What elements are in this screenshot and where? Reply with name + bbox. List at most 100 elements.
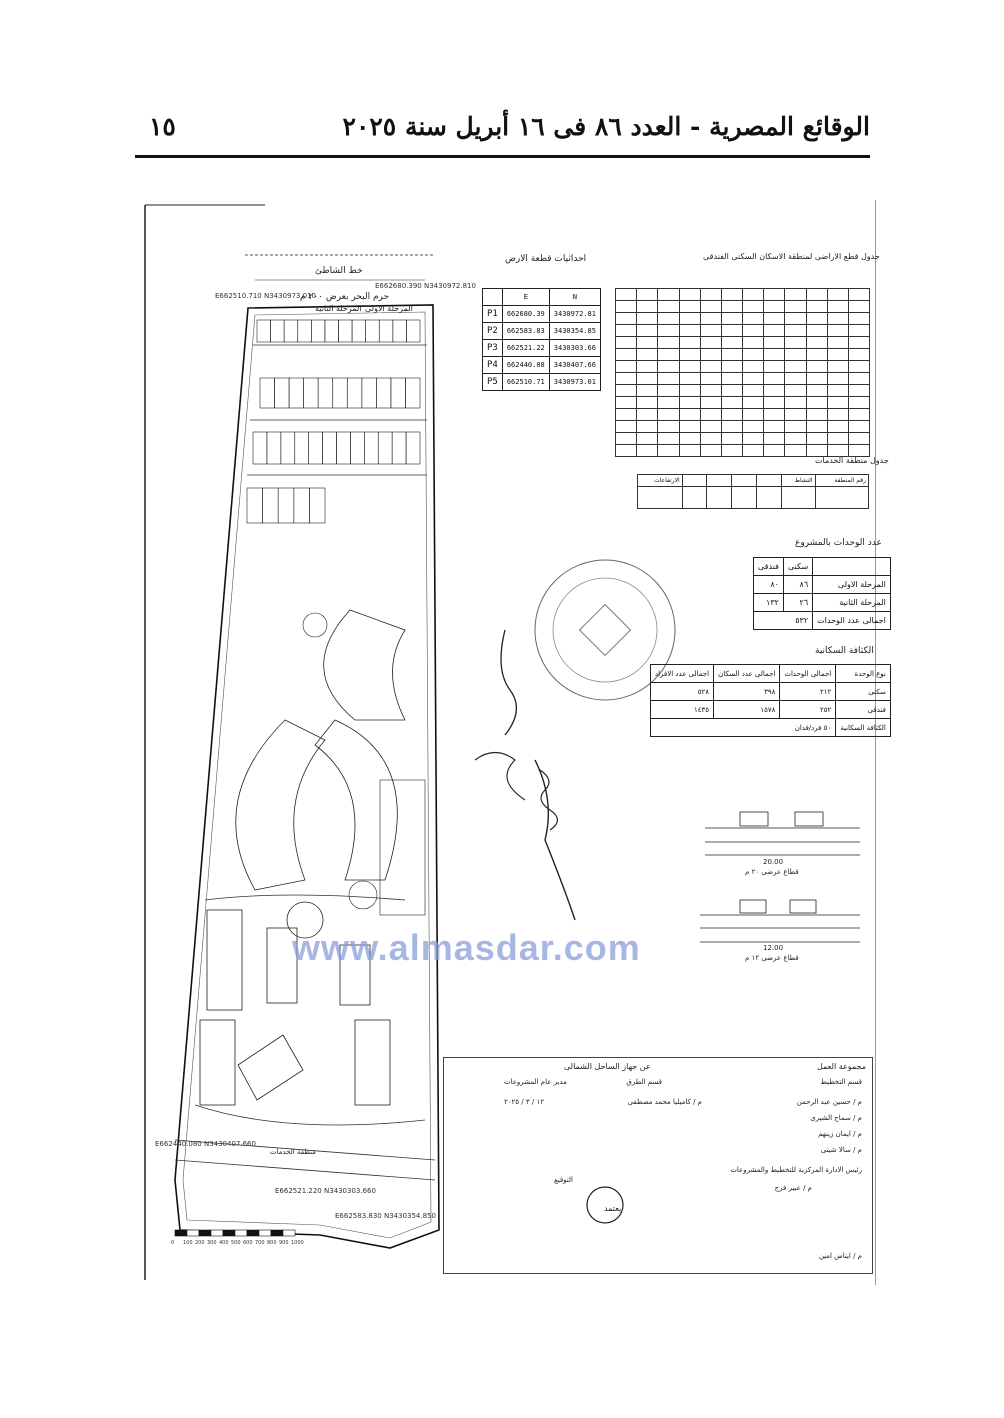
sea-setback-label: حرم البحر بعرض ٢٠٠ م <box>300 292 390 302</box>
plot-cell <box>309 487 326 524</box>
table-row: سكنى فندقى <box>753 557 891 576</box>
signatory-3: م / ايمان زينهم <box>818 1130 862 1138</box>
table-row <box>614 396 871 409</box>
table-row: P4 662440.08 3430407.66 <box>482 356 601 374</box>
units-header-residential: سكنى <box>782 557 814 576</box>
point-id: P4 <box>482 356 503 374</box>
northing: 3430973.01 <box>548 373 601 391</box>
coords-header-e: E <box>501 288 550 306</box>
coast-line-label: خط الشاطئ <box>315 266 363 276</box>
density-table-title: الكثافة السكانية <box>815 646 874 656</box>
table-row <box>614 444 871 457</box>
work-group-title: مجموعة العمل <box>816 1062 866 1071</box>
header-rule <box>135 155 870 158</box>
table-row: المرحلة الاولى ٨٦ ٨٠ <box>753 575 891 594</box>
scale-label: 0 <box>171 1240 175 1246</box>
plot-cell <box>392 319 407 343</box>
plot-cell <box>274 377 290 409</box>
scale-label: 700 <box>255 1240 265 1246</box>
scale-segment <box>174 1229 188 1237</box>
manager-title: مدير عام المشروعات <box>504 1078 567 1086</box>
plot-cell <box>322 431 337 465</box>
plot-cell <box>311 319 326 343</box>
coords-header-n: N <box>548 288 601 306</box>
site-plan-sheet: خط الشاطئ حرم البحر بعرض ٢٠٠ م المرحلة ا… <box>135 200 891 1285</box>
plot-cell <box>405 377 421 409</box>
official-stamp <box>534 559 676 701</box>
plot-cell <box>262 487 279 524</box>
table-row <box>614 312 871 325</box>
road-section-b-width: 12.00 <box>763 944 784 952</box>
table-row <box>637 486 870 509</box>
plot-cell <box>270 319 285 343</box>
coords-table: E N P1 662680.39 3430972.81 P2 662583.83… <box>482 288 601 391</box>
road-section-a <box>705 811 860 856</box>
plot-cell <box>379 779 426 916</box>
plot-cell <box>391 431 407 465</box>
table-row <box>614 288 871 301</box>
table-row <box>614 420 871 433</box>
sign-label: التوقيع <box>554 1176 573 1184</box>
plot-cell <box>246 487 263 524</box>
plot-cell <box>266 431 282 465</box>
northing: 3430972.81 <box>548 305 601 323</box>
table-row <box>614 432 871 445</box>
land-table-title: جدول قطع الاراضى لمنطقة الاسكان السكنى ا… <box>703 252 880 261</box>
road-section-a-width: 20.00 <box>763 858 784 866</box>
signatory-2: م / سماح الشيرى <box>810 1114 862 1122</box>
page-number: ١٥ <box>149 112 176 141</box>
coords-table-title: احداثيات قطعة الارض <box>505 254 587 264</box>
signatory-6: م / عبير فرج <box>774 1184 812 1192</box>
plot-cell <box>297 319 312 343</box>
density-table: نوع الوحدة اجمالى الوحدات اجمالى عدد الس… <box>649 664 891 737</box>
table-row <box>614 336 871 349</box>
table-row: سكنى ٢١٢ ٣٩٨ ٥٢٨ <box>649 682 891 701</box>
northing: 3430407.66 <box>548 356 601 374</box>
point-id: P5 <box>482 373 503 391</box>
services-table-title: جدول منطقة الخدمات <box>815 456 889 465</box>
coord-label-bottom-left: E662440.080 N3430407.660 <box>155 1140 256 1148</box>
scale-label: 1000 <box>291 1240 304 1246</box>
plot-cell <box>293 487 310 524</box>
plot-cell <box>324 319 339 343</box>
plot-cell <box>346 377 363 409</box>
plot-cell <box>288 377 304 409</box>
units-header-blank <box>812 557 891 576</box>
point-id: P3 <box>482 339 503 357</box>
easting: 662510.71 <box>501 373 550 391</box>
gazette-title: الوقائع المصرية - العدد ٨٦ فى ١٦ أبريل س… <box>342 112 870 141</box>
scale-segment <box>210 1229 224 1237</box>
signatory-1: م / حسين عبد الرحمن <box>796 1098 862 1106</box>
units-header-hotel: فندقى <box>753 557 784 576</box>
plot-cell <box>332 377 348 409</box>
plot-cell <box>376 377 392 409</box>
northing: 3430303.66 <box>548 339 601 357</box>
plot-cell <box>365 319 380 343</box>
point-id: P2 <box>482 322 503 340</box>
table-row <box>614 300 871 313</box>
road-section-a-label: قطاع عرضى ٢٠ م <box>745 868 799 876</box>
plot-cell <box>317 377 334 409</box>
table-row: P3 662521.22 3430303.66 <box>482 339 601 357</box>
coord-label-bottom-right: E662583.830 N3430354.850 <box>335 1212 436 1220</box>
services-area-label: منطقة الخدمات <box>270 1148 316 1156</box>
scale-segment <box>222 1229 236 1237</box>
easting: 662583.83 <box>501 322 550 340</box>
table-row: P5 662510.71 3430973.01 <box>482 373 601 391</box>
plot-cell <box>336 431 351 465</box>
plot-cell <box>364 431 379 465</box>
table-row: اجمالى عدد الوحدات ٥٣٢ <box>752 611 891 630</box>
plot-cell <box>256 319 271 343</box>
signatory-7: م / ايناس امين <box>818 1252 862 1260</box>
coords-header-id <box>482 288 503 306</box>
scale-segment <box>198 1229 212 1237</box>
plot-cell <box>390 377 406 409</box>
plot-cell <box>259 377 275 409</box>
signature-block: مجموعة العمل عن جهاز الساحل الشمالى قسم … <box>443 1057 873 1274</box>
plot-cell <box>351 319 366 343</box>
scale-label: 400 <box>219 1240 229 1246</box>
plot-rows <box>246 319 426 916</box>
signatory-5: م / كاميليا محمد مصطفى <box>627 1098 702 1106</box>
plot-cell <box>350 431 365 465</box>
plot-cell <box>308 431 323 465</box>
